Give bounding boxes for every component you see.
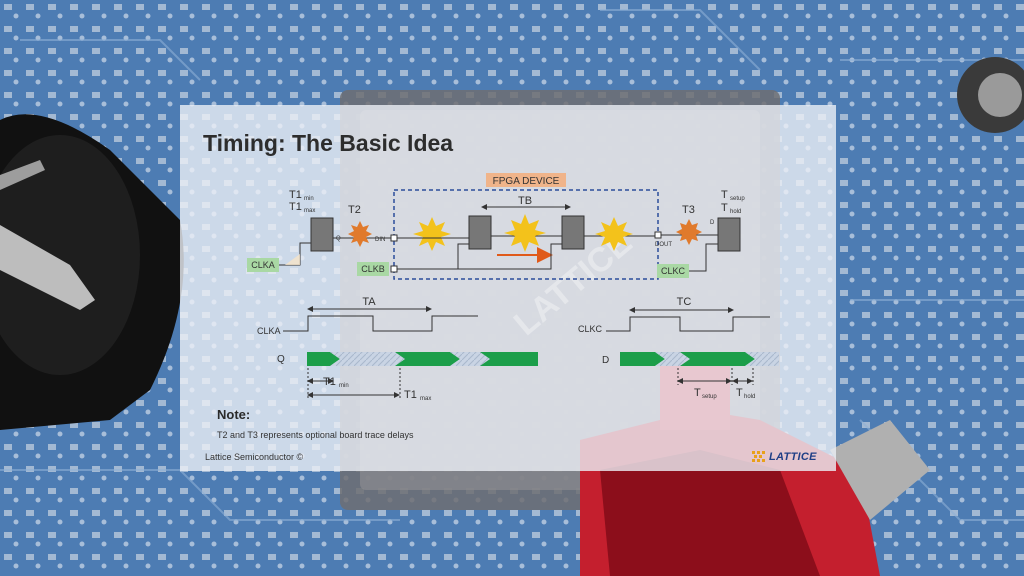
t2-label: T2 [348, 204, 361, 216]
t1max-label: T1 [404, 389, 417, 401]
copyright-text: Lattice Semiconductor © [205, 452, 304, 462]
tsetup-label: T [694, 387, 701, 399]
din-label: DIN [375, 237, 385, 243]
fpga-device-label-bg [486, 173, 566, 187]
t3-label: T3 [682, 204, 695, 216]
t3-delay-starburst [676, 219, 702, 245]
internal-flip-flop-1 [468, 215, 492, 250]
clka-wave-label: CLKA [257, 326, 281, 336]
fpga-device-label: FPGA DEVICE [493, 176, 560, 187]
clkc-wire [689, 243, 718, 272]
clkb-wire-1 [397, 243, 469, 270]
d-pin-label: D [710, 220, 715, 226]
q-wave-label: Q [277, 354, 285, 365]
internal-starburst-3 [595, 217, 633, 251]
t-hold-label: T [721, 202, 728, 214]
clka-box [247, 258, 279, 272]
t1-label: T1 [289, 189, 302, 201]
t-setup-label: T [721, 189, 728, 201]
t2-delay-starburst [348, 221, 372, 247]
note-text: T2 and T3 represents optional board trac… [217, 430, 414, 440]
dout-label: DOUT [655, 242, 672, 248]
clkc-label: CLKC [661, 266, 686, 276]
t1min-sub: min [339, 383, 349, 389]
clka-waveform [283, 315, 478, 332]
q-data-waveform [307, 352, 538, 366]
t1max-sub: max [420, 396, 431, 402]
t1-label: T1 [289, 201, 302, 213]
t1-max-sub: max [304, 208, 315, 214]
lattice-logo-text: LATTICE [769, 451, 817, 463]
thold-sub: hold [744, 394, 755, 400]
battery-holder-shape [0, 114, 184, 431]
t1min-label: T1 [323, 376, 336, 388]
din-pad [390, 234, 398, 242]
clkc-box [657, 264, 689, 278]
lattice-logo-icon [752, 451, 765, 462]
slide-panel [180, 105, 836, 471]
q-pin-label: Q [336, 236, 341, 242]
source-flip-flop [310, 217, 334, 252]
d-wave-label: D [602, 355, 609, 366]
slide-title: Timing: The Basic Idea [203, 130, 454, 156]
d-data-waveform [620, 352, 779, 366]
clkc-waveform [606, 316, 770, 332]
ta-label: TA [362, 296, 376, 308]
internal-starburst-1 [413, 217, 451, 251]
clkb-box [357, 262, 389, 276]
thold-label: T [736, 387, 743, 399]
hold-sub: hold [730, 209, 741, 215]
internal-flip-flop-2 [561, 215, 585, 250]
clkb-pad [390, 265, 398, 273]
clkb-label: CLKB [361, 264, 385, 274]
tc-label: TC [677, 296, 692, 308]
t1-min-sub: min [304, 196, 314, 202]
setup-sub: setup [730, 196, 745, 202]
clkc-wave-label: CLKC [578, 324, 603, 334]
lattice-logo: LATTICE [752, 451, 817, 463]
dout-pad [654, 231, 662, 239]
cylinder-component-shape [830, 57, 1024, 520]
tb-label: TB [518, 195, 532, 207]
tsetup-sub: setup [702, 394, 717, 400]
dest-flip-flop [717, 217, 741, 252]
clka-label: CLKA [251, 260, 275, 270]
clkb-wire-2 [458, 243, 562, 270]
internal-starburst-2 [504, 214, 546, 252]
note-title: Note: [217, 407, 251, 422]
